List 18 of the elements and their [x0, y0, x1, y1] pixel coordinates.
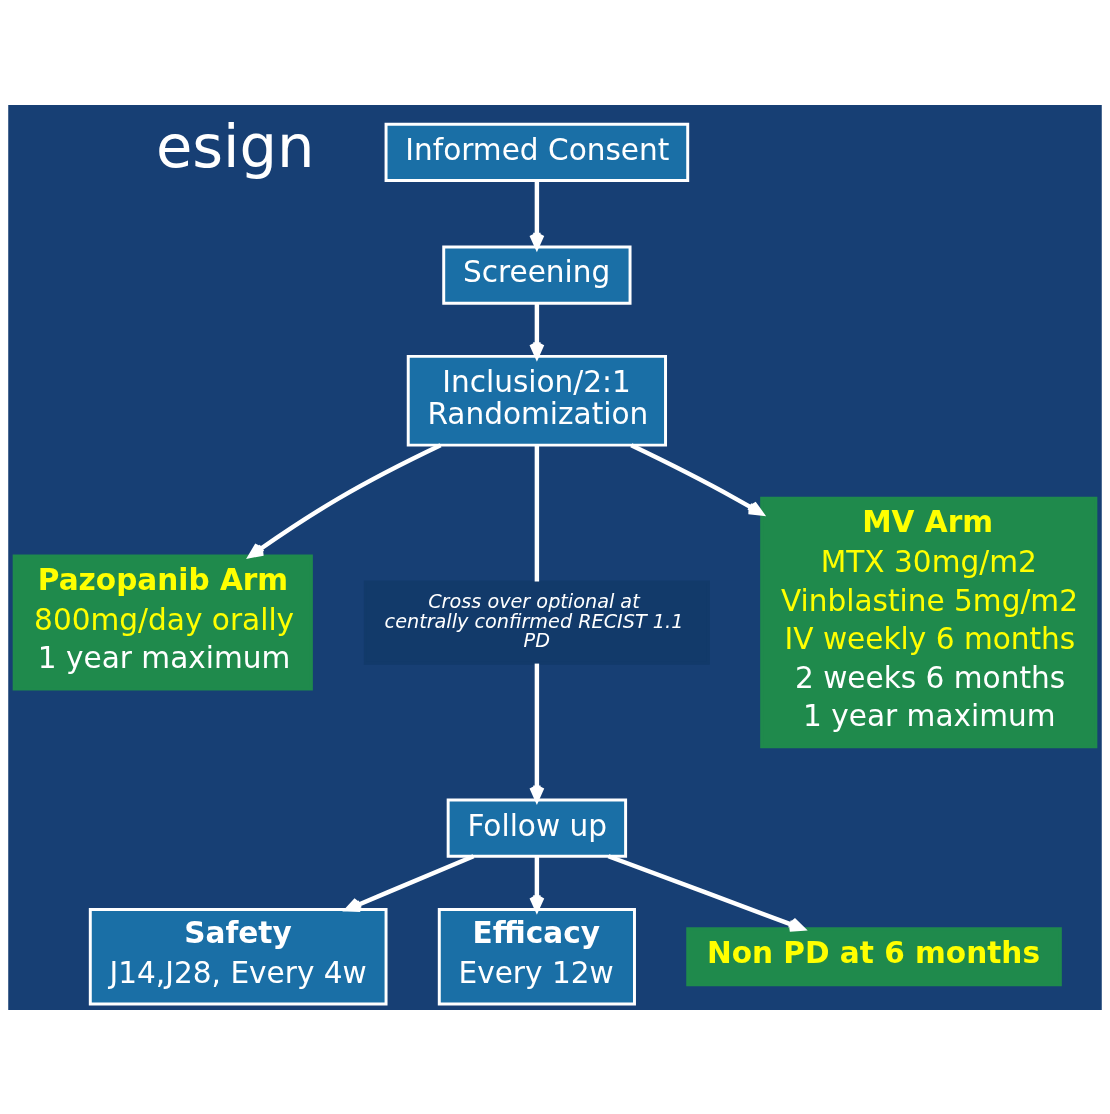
arrow	[529, 855, 545, 912]
connector	[534, 444, 540, 582]
node-box: Follow up	[446, 798, 628, 858]
node-box: Efficacy Every 12w	[437, 907, 636, 1006]
arrow	[345, 853, 475, 912]
node-box: Pazopanib Arm 800mg/day orally 1 year maximum	[12, 554, 313, 691]
node-box: Inclusion/2:1 Randomization	[406, 354, 667, 447]
node-box: Non PD at 6 months	[686, 926, 1062, 986]
arrow	[630, 442, 764, 516]
node-box: Safety J14,J28, Every 4w	[88, 907, 388, 1006]
arrow	[248, 442, 442, 558]
arrow	[607, 853, 805, 932]
node-box: Screening	[442, 245, 632, 305]
arrow	[529, 663, 545, 802]
node-box: Informed Consent	[384, 122, 690, 182]
label: esign	[155, 111, 315, 181]
node-box: Cross over optional at centrally confirmed RECIST 1.1 PD	[363, 579, 710, 665]
node-box: MV Arm MTX 30mg/m2 Vinblastine 5mg/m2 IV weekly 6 months 2 weeks 6 months 1 year maximum	[760, 496, 1098, 748]
